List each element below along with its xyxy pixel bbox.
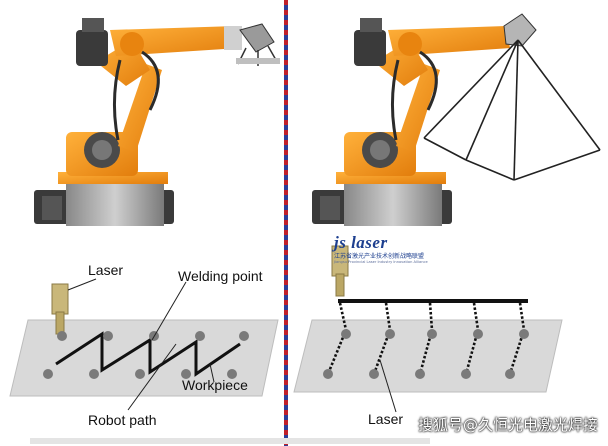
robot-path-line [55, 331, 241, 377]
panel-divider [284, 0, 288, 446]
logo-en-text: Jiangsu Provincial Laser Industry Innova… [334, 260, 428, 264]
right-workpiece [293, 245, 563, 413]
laser-head-icon [331, 245, 349, 297]
watermark: 搜狐号@久恒光电激光焊接 [418, 416, 599, 434]
logo-main-text: js laser [334, 233, 388, 252]
welding-points [43, 331, 249, 379]
cropped-caption [30, 438, 430, 444]
scanner-cone-icon [423, 39, 601, 181]
robot-arm-icon [312, 13, 537, 226]
label-laser-right: Laser [368, 411, 404, 427]
laser-head-icon [51, 283, 69, 335]
logo-cn-text: 江苏省激光产业技术创新战略联盟 [334, 253, 425, 260]
label-robot-path: Robot path [88, 412, 157, 428]
left-workpiece [9, 278, 279, 411]
label-workpiece: Workpiece [182, 377, 248, 393]
robot-arm-icon [34, 18, 280, 226]
js-laser-logo: js laser 江苏省激光产业技术创新战略联盟 Jiangsu Provinc… [334, 233, 434, 264]
label-welding-point: Welding point [178, 268, 263, 284]
label-laser: Laser [88, 262, 124, 278]
welding-points [323, 329, 529, 379]
